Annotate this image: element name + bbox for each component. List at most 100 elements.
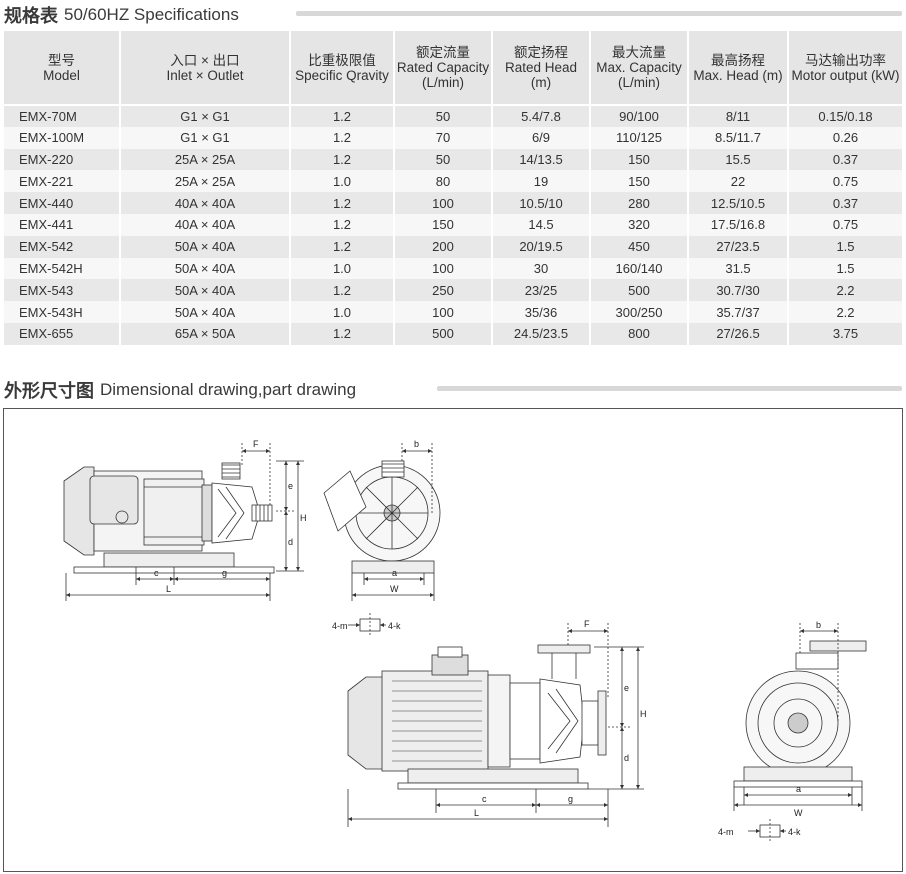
table-cell: 150 — [394, 213, 493, 236]
table-cell: 35.7/37 — [688, 301, 789, 323]
table-cell: 50 — [394, 148, 493, 171]
large-pump-side-view — [347, 644, 607, 790]
column-header-en: Max. Head (m) — [693, 67, 783, 83]
table-cell: 40A × 40A — [120, 192, 291, 214]
spec-section-heading: 规格表 50/60HZ Specifications — [4, 2, 239, 28]
column-header-en: Max. Capacity (L/min) — [596, 60, 682, 90]
small-pump-side-view — [63, 462, 275, 574]
table-cell: 25A × 25A — [120, 148, 291, 171]
table-cell: 10.5/10 — [492, 192, 591, 214]
table-cell: 35/36 — [492, 301, 591, 323]
table-cell: 0.37 — [788, 148, 902, 171]
table-cell: 0.75 — [788, 213, 902, 236]
model-cell: EMX-221 — [4, 170, 121, 193]
table-cell: 200 — [394, 235, 493, 258]
table-cell: 1.0 — [290, 257, 395, 280]
model-cell: EMX-542H — [4, 257, 121, 280]
table-cell: 27/26.5 — [688, 322, 789, 345]
table-cell: 14/13.5 — [492, 148, 591, 171]
table-cell: 0.75 — [788, 170, 902, 193]
dim-label: L — [166, 584, 171, 594]
table-cell: 14.5 — [492, 213, 591, 236]
column-header-en: Rated Head (m) — [504, 60, 578, 90]
model-cell: EMX-543H — [4, 301, 121, 323]
table-cell: 27/23.5 — [688, 235, 789, 258]
table-cell: 1.2 — [290, 126, 395, 149]
table-cell: 160/140 — [590, 257, 689, 280]
dim-label: F — [253, 439, 259, 449]
model-cell: EMX-440 — [4, 192, 121, 214]
table-cell: 0.26 — [788, 126, 902, 149]
table-cell: 1.0 — [290, 301, 395, 323]
dim-label: g — [568, 794, 573, 804]
table-cell: 30 — [492, 257, 591, 280]
column-header-en: Motor output (kW) — [791, 67, 900, 83]
table-cell: 250 — [394, 279, 493, 302]
dim-label: b — [414, 439, 419, 449]
dim-label: H — [640, 709, 647, 719]
table-cell: 450 — [590, 235, 689, 258]
table-cell: 8.5/11.7 — [688, 126, 789, 149]
dim-label: g — [222, 568, 227, 578]
column-header-en: Inlet × Outlet — [166, 67, 244, 83]
column-header-en: Rated Capacity (L/min) — [396, 60, 490, 90]
column-header-zh: 比重极限值 — [308, 52, 376, 68]
table-cell: 800 — [590, 322, 689, 345]
table-cell: 23/25 — [492, 279, 591, 302]
table-cell: 1.2 — [290, 322, 395, 345]
dim-label: L — [474, 808, 479, 818]
table-cell: 19 — [492, 170, 591, 193]
table-cell: 12.5/10.5 — [688, 192, 789, 214]
table-cell: 1.2 — [290, 279, 395, 302]
table-cell: 3.75 — [788, 322, 902, 345]
table-cell: 15.5 — [688, 148, 789, 171]
table-cell: 6/9 — [492, 126, 591, 149]
table-cell: 25A × 25A — [120, 170, 291, 193]
small-pump-front-view — [323, 460, 441, 574]
model-cell: EMX-220 — [4, 148, 121, 171]
table-cell: 1.2 — [290, 148, 395, 171]
table-cell: 1.0 — [290, 170, 395, 193]
table-cell: 5.4/7.8 — [492, 105, 591, 127]
dim-label: b — [816, 620, 821, 630]
model-cell: EMX-100M — [4, 126, 121, 149]
drawing-title-zh: 外形尺寸图 — [4, 381, 94, 401]
column-header-zh: 额定流量 — [416, 45, 470, 60]
table-cell: 0.15/0.18 — [788, 105, 902, 127]
table-cell: 1.5 — [788, 257, 902, 280]
table-cell: 70 — [394, 126, 493, 149]
table-cell: 1.2 — [290, 213, 395, 236]
table-cell: 2.2 — [788, 279, 902, 302]
table-cell: 24.5/23.5 — [492, 322, 591, 345]
table-cell: G1 × G1 — [120, 126, 291, 149]
model-cell: EMX-542 — [4, 235, 121, 258]
column-header-zh: 最大流量 — [612, 45, 666, 60]
table-cell: 0.37 — [788, 192, 902, 214]
table-cell: 500 — [590, 279, 689, 302]
drawing-heading-rule — [437, 386, 902, 391]
table-cell: 50A × 40A — [120, 279, 291, 302]
column-header-zh: 最高扬程 — [711, 52, 765, 68]
table-cell: 1.2 — [290, 192, 395, 214]
table-cell: 150 — [590, 148, 689, 171]
column-header-zh: 入口 × 出口 — [170, 52, 240, 68]
table-cell: 150 — [590, 170, 689, 193]
dimensional-drawing: F e H d c g L b a W 4-m 4-k F e H d c g … — [63, 439, 867, 843]
table-cell: 100 — [394, 192, 493, 214]
spec-title-en: 50/60HZ Specifications — [64, 5, 239, 24]
table-cell: 110/125 — [590, 126, 689, 149]
dim-label: a — [392, 568, 397, 578]
drawing-section-heading: 外形尺寸图 Dimensional drawing,part drawing — [4, 377, 356, 403]
